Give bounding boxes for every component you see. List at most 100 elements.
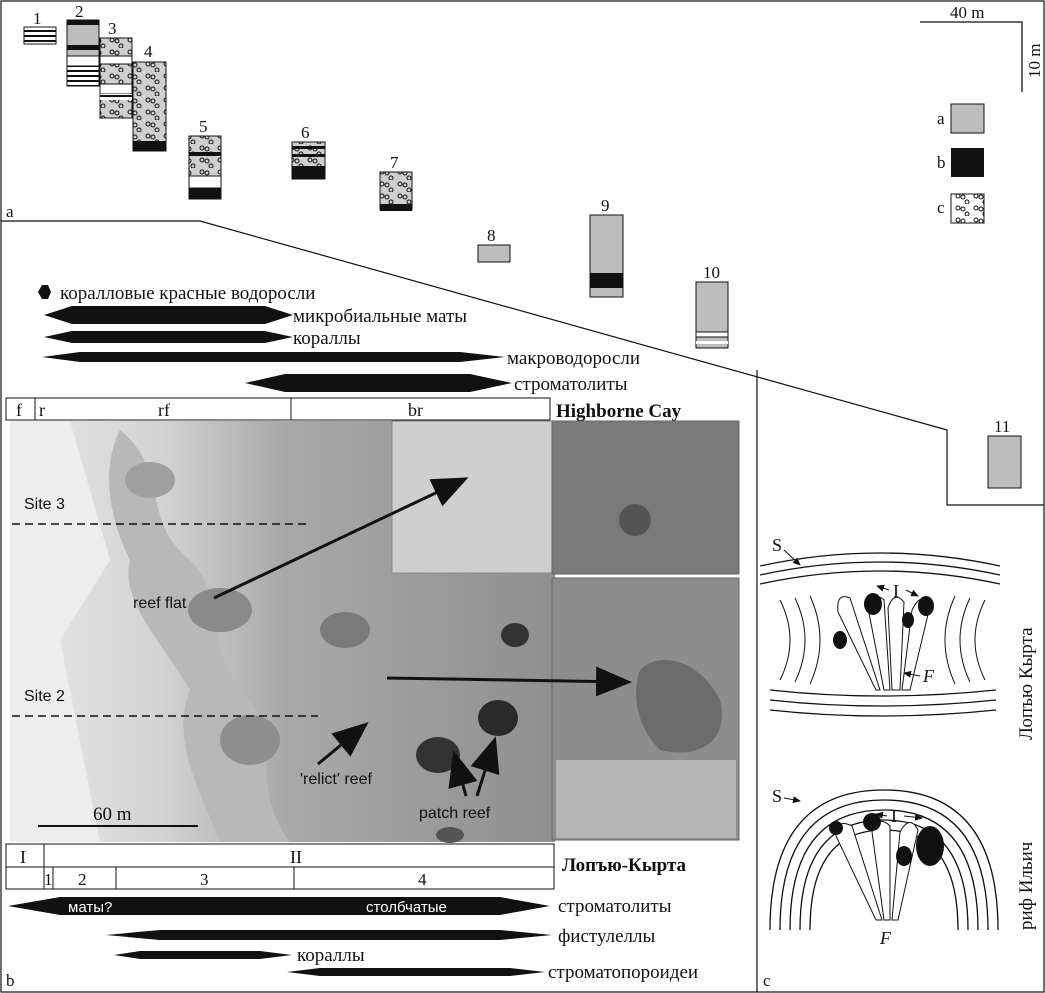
site-3-label: Site 3 xyxy=(24,496,65,513)
section-column: 5 xyxy=(188,117,222,200)
photo-scale-label: 60 m xyxy=(93,804,132,825)
panel-c: c S I F xyxy=(759,535,1037,990)
relict-reef-arrow xyxy=(317,722,369,766)
patch-reef-arrow xyxy=(470,736,500,797)
zone-label: 3 xyxy=(200,870,209,889)
bar xyxy=(44,306,293,324)
site-2-label: Site 2 xyxy=(24,688,65,705)
label-S: S xyxy=(772,535,782,555)
column-number: 11 xyxy=(994,417,1010,436)
lopyu-bars: маты? столбчатые строматолиты фистулеллы… xyxy=(8,896,698,983)
section-column: 9 xyxy=(589,196,624,298)
diagram-label-ilyich: риф Ильич xyxy=(1016,841,1037,930)
label-F: F xyxy=(922,666,935,686)
inset-photo-reef-flat xyxy=(391,420,553,574)
bar xyxy=(287,968,545,976)
highborne-title: Highborne Cay xyxy=(556,401,682,422)
zone-label: f xyxy=(16,400,22,420)
reef-diagram-lopyu: S I F Лопъю Кырта xyxy=(759,535,1037,740)
bar xyxy=(8,897,550,915)
aerial-photo: Site 3 Site 2 reef flat 'relict' reef pa… xyxy=(10,420,740,843)
zone-label: br xyxy=(408,400,423,420)
reef-diagram-ilyich: S I F риф Ильич xyxy=(769,786,1037,948)
column-number: 9 xyxy=(601,196,610,215)
column-number: 8 xyxy=(487,226,496,245)
legend-swatch xyxy=(951,148,984,177)
scale-v-label: 10 m xyxy=(1025,44,1044,78)
column-number: 1 xyxy=(33,9,42,28)
coralline-marker xyxy=(38,285,51,299)
zone-label: r xyxy=(39,400,45,420)
label-S: S xyxy=(772,786,782,806)
patch-reef-label: patch reef xyxy=(419,805,491,822)
bar xyxy=(106,930,552,940)
legend-swatch xyxy=(950,103,985,134)
bar-label: строматопороидеи xyxy=(548,962,698,983)
bar-label: строматолиты xyxy=(558,896,672,917)
bar-label: макроводоросли xyxy=(507,348,640,369)
legend: a b c xyxy=(937,103,985,224)
lopyu-title: Лопъю-Кырта xyxy=(562,855,687,876)
legend-swatch xyxy=(950,193,985,224)
panel-a: a 40 m 10 m 1 2 3 xyxy=(6,2,1044,489)
section-column: 3 xyxy=(99,19,133,119)
relict-reef-label: 'relict' reef xyxy=(300,771,372,788)
inset-photo-stromatolite xyxy=(551,420,740,575)
label-I: I xyxy=(891,806,897,826)
section-column: 1 xyxy=(23,9,57,45)
section-column: 8 xyxy=(477,226,511,263)
bar-label: кораллы xyxy=(297,945,365,966)
section-column: 4 xyxy=(132,42,167,152)
bar-label: строматолиты xyxy=(514,374,628,395)
bar-label: кораллы xyxy=(293,328,361,349)
section-column: 6 xyxy=(291,123,326,180)
zone-label: I xyxy=(20,847,26,867)
zone-label: rf xyxy=(158,400,170,420)
reef-flat-arrow xyxy=(213,477,469,600)
label-I: I xyxy=(893,581,899,601)
column-number: 6 xyxy=(301,123,310,142)
bar xyxy=(245,374,512,392)
column-number: 4 xyxy=(144,42,153,61)
section-column: 2 xyxy=(66,2,100,87)
zone-label: 1 xyxy=(44,870,53,889)
zone-label: II xyxy=(290,847,302,867)
legend-key: a xyxy=(937,109,945,128)
bar xyxy=(42,352,505,362)
label-F: F xyxy=(879,928,892,948)
lopyu-zones: I II 1 2 3 4 Лопъю-Кырта xyxy=(5,843,687,890)
panel-a-divider xyxy=(1,220,1044,506)
column-number: 3 xyxy=(108,19,117,38)
highborne-bars: коралловые красные водоросли микробиальн… xyxy=(38,283,640,395)
panel-b-label: b xyxy=(6,971,15,990)
bar xyxy=(44,331,293,343)
zone-label: 2 xyxy=(78,870,87,889)
panel-a-label: a xyxy=(6,202,14,221)
column-number: 7 xyxy=(390,153,399,172)
column-number: 2 xyxy=(75,2,84,21)
scale-bar xyxy=(920,21,1023,92)
bar-label: микробиальные маты xyxy=(293,306,467,327)
column-number: 10 xyxy=(703,263,720,282)
legend-key: b xyxy=(937,153,946,172)
section-column: 11 xyxy=(987,417,1022,489)
diagram-label-lopyu: Лопъю Кырта xyxy=(1016,627,1037,740)
bar xyxy=(114,951,292,959)
zone-label: 4 xyxy=(418,870,427,889)
section-column: 7 xyxy=(379,153,413,211)
legend-key: c xyxy=(937,198,945,217)
relict-arrow xyxy=(386,666,632,697)
bar-label: фистулеллы xyxy=(558,926,656,947)
section-column: 10 xyxy=(695,263,729,349)
bar-label: коралловые красные водоросли xyxy=(60,283,315,304)
panel-c-label: c xyxy=(763,971,771,990)
bar-inner-label: столбчатые xyxy=(366,899,447,916)
highborne-zones: f r rf br Highborne Cay xyxy=(5,397,682,422)
reef-flat-label: reef flat xyxy=(133,595,187,612)
scale-h-label: 40 m xyxy=(950,3,984,22)
patch-reef-arrow xyxy=(448,750,478,797)
column-number: 5 xyxy=(199,117,208,136)
bar-inner-label: маты? xyxy=(68,899,112,916)
